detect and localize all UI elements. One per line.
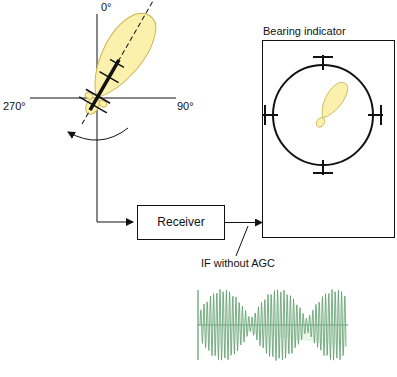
bearing-indicator-box: Bearing indicator <box>262 40 395 238</box>
signal-arrow <box>225 222 262 223</box>
vertical-axis <box>97 14 98 222</box>
receiver-box: Receiver <box>137 205 225 240</box>
box-label: Receiver <box>157 215 204 230</box>
box-heading: Bearing indicator <box>263 24 346 38</box>
leader-line <box>236 226 248 256</box>
antenna-feed <box>97 222 133 223</box>
rotation-arrow <box>68 128 128 140</box>
antenna-pattern <box>65 0 178 135</box>
signal-label: IF without AGC <box>200 257 276 270</box>
angle-label: 0° <box>100 1 113 14</box>
angle-label: 270° <box>2 100 27 113</box>
bearing-display <box>263 55 383 175</box>
angle-label: 90° <box>176 100 195 113</box>
if-waveform <box>200 289 346 360</box>
